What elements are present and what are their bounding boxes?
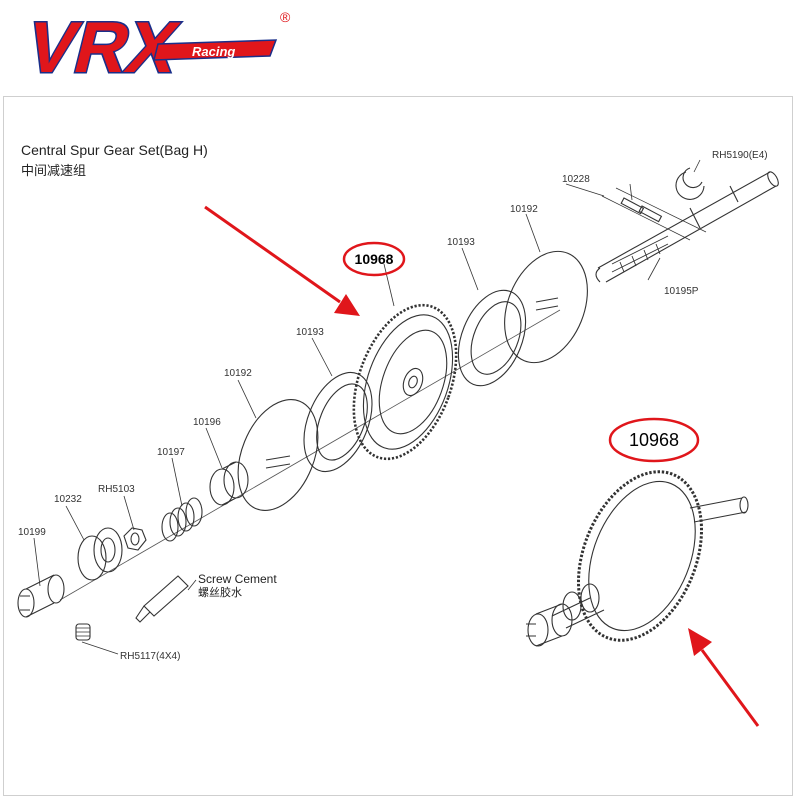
lock-nut [123, 527, 147, 551]
label-10196: 10196 [193, 417, 221, 428]
label-10232: 10232 [54, 494, 82, 505]
callout-oval-assembled [608, 417, 700, 463]
slipper-pad-left [303, 371, 373, 473]
shaft [595, 171, 779, 283]
logo-icon: VRX Racing ® [17, 6, 291, 89]
logo-registered: ® [280, 9, 291, 25]
label-rh5103: RH5103 [98, 484, 135, 495]
label-screw-cement-zh: 螺丝胶水 [198, 587, 242, 599]
pressure-plate-right [504, 250, 588, 364]
callout-10968-top: 10968 [354, 251, 394, 267]
label-10192-left: 10192 [224, 368, 252, 379]
label-10193-left: 10193 [296, 327, 324, 338]
label-10199: 10199 [18, 527, 46, 538]
label-10197: 10197 [157, 447, 185, 458]
callout-10968-assembled: 10968 [628, 430, 680, 450]
screw-cement-bottle [135, 575, 189, 623]
label-screw-cement: Screw Cement [198, 572, 277, 586]
spur-gear-assembled [526, 470, 749, 647]
pins [601, 187, 707, 241]
logo-wordmark: VRX [19, 8, 187, 88]
spring [161, 497, 203, 542]
logo-subtitle: Racing [192, 44, 235, 59]
slipper-pad-right [457, 289, 527, 387]
label-10195p: 10195P [664, 286, 699, 297]
pressure-plate-left [237, 399, 319, 511]
diagram-title-zh: 中间减速组 [21, 163, 87, 178]
label-rh5117: RH5117(4X4) [120, 651, 181, 662]
spur-gear-exploded [352, 303, 458, 461]
callout-oval-top [342, 241, 406, 277]
e-clip [675, 167, 705, 200]
label-10228: 10228 [562, 174, 590, 185]
diagram-frame [3, 96, 793, 796]
arrow-icon [204, 205, 760, 727]
outdrive-cup [17, 574, 65, 618]
bearing [77, 527, 123, 581]
label-10192-right: 10192 [510, 204, 538, 215]
label-10193-right: 10193 [447, 237, 475, 248]
diagram-title: Central Spur Gear Set(Bag H) [21, 142, 208, 158]
label-rh5190: RH5190(E4) [712, 150, 768, 161]
bushing [209, 461, 249, 506]
